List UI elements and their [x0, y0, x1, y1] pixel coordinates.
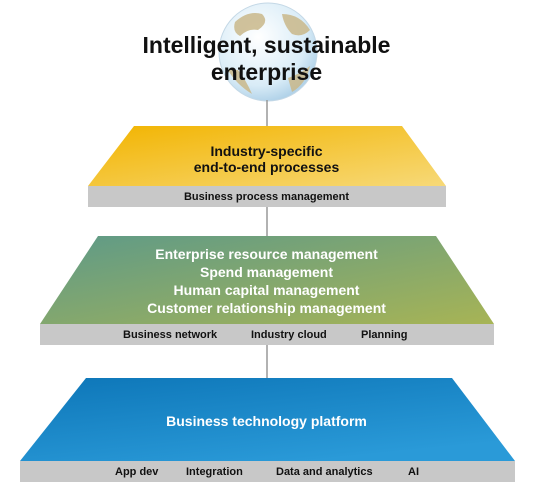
middle-layer-bar [40, 324, 494, 345]
middle-layer-line-3: Human capital management [173, 282, 360, 298]
middle-bar-item-2: Industry cloud [251, 329, 327, 341]
top-layer-line-1: Industry-specific [210, 143, 323, 159]
bottom-layer-line-1: Business technology platform [166, 413, 367, 429]
bottom-bar-item-2: Integration [186, 466, 243, 478]
top-layer-line-2: end-to-end processes [193, 159, 340, 175]
bottom-bar-item-4: AI [408, 466, 419, 478]
diagram-title-line2: enterprise [210, 59, 323, 85]
diagram-title-line1: Intelligent, sustainable [142, 32, 391, 58]
middle-layer-line-1: Enterprise resource management [155, 246, 378, 262]
bottom-layer-trapezoid [20, 378, 515, 461]
middle-bar-item-3: Planning [361, 329, 408, 341]
top-layer-trapezoid [88, 126, 446, 186]
globe-icon [218, 2, 318, 102]
middle-layer-trapezoid [40, 236, 494, 324]
middle-layer-line-4: Customer relationship management [147, 300, 386, 316]
middle-bar-item-1: Business network [123, 329, 218, 341]
bottom-layer-bar [20, 461, 515, 482]
bottom-bar-item-3: Data and analytics [276, 466, 373, 478]
top-layer-bar [88, 186, 446, 207]
bottom-bar-item-1: App dev [115, 466, 159, 478]
middle-layer-line-2: Spend management [199, 264, 334, 280]
top-bar-item-1: Business process management [183, 191, 350, 203]
